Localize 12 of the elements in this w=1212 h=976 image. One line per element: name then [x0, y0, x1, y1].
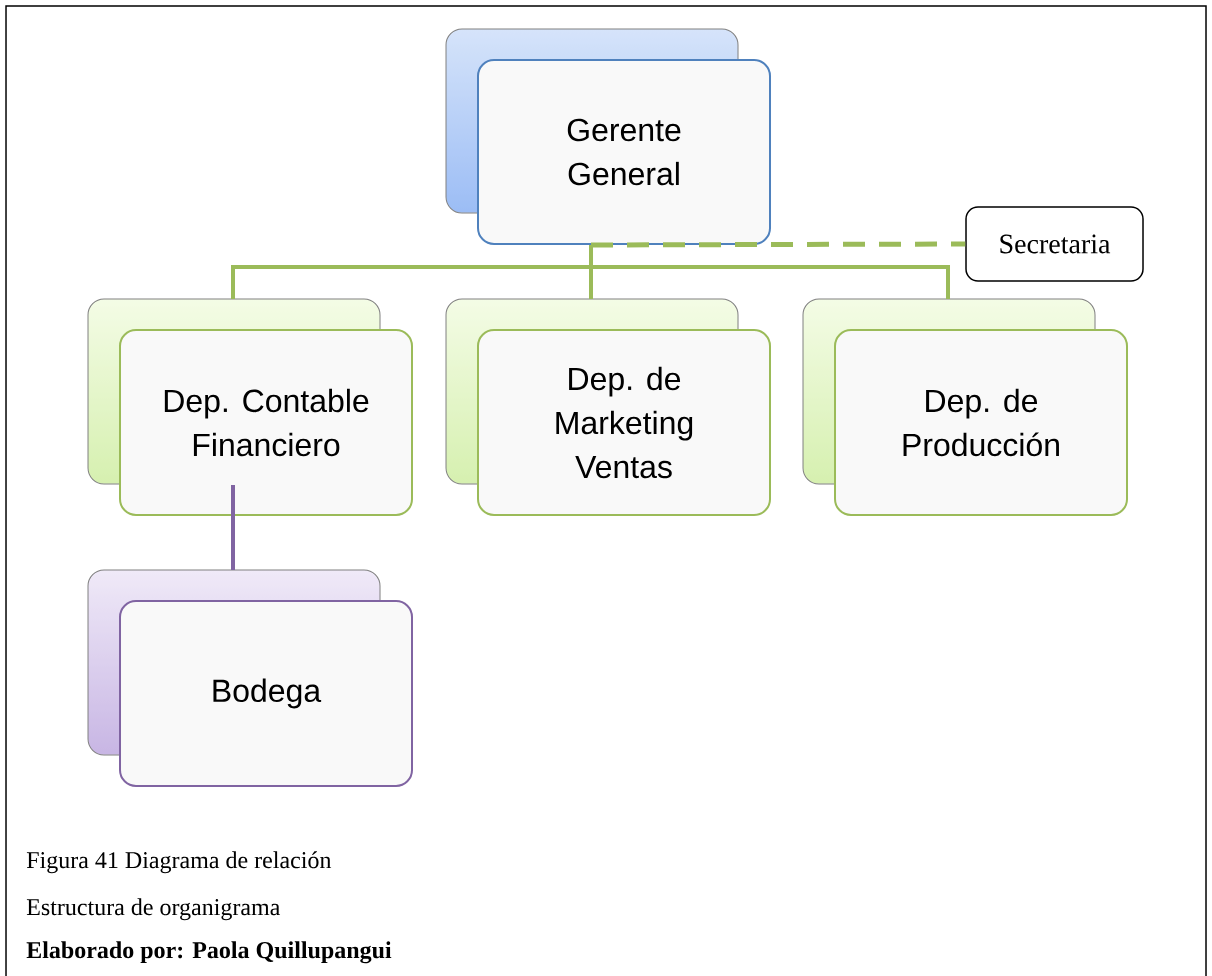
caption-text: Elaborado por: Paola Quillupangui: [26, 941, 392, 964]
caption-text: Figura 41 Diagrama de relación: [26, 851, 332, 874]
role-box: Secretaria: [965, 206, 1144, 282]
org-chart-box: Dep. Contable Financiero: [87, 298, 413, 516]
org-chart-box: Dep. de Producción: [802, 298, 1128, 516]
connector-line: [591, 241, 966, 248]
org-chart-box: Gerente General: [445, 28, 771, 245]
org-chart-box: Dep. de Marketing Ventas: [445, 298, 771, 516]
caption-text: Estructura de organigrama: [26, 898, 281, 921]
connector-line: [589, 245, 950, 299]
connector-line: [231, 485, 235, 570]
org-chart-box: Bodega: [87, 569, 413, 787]
